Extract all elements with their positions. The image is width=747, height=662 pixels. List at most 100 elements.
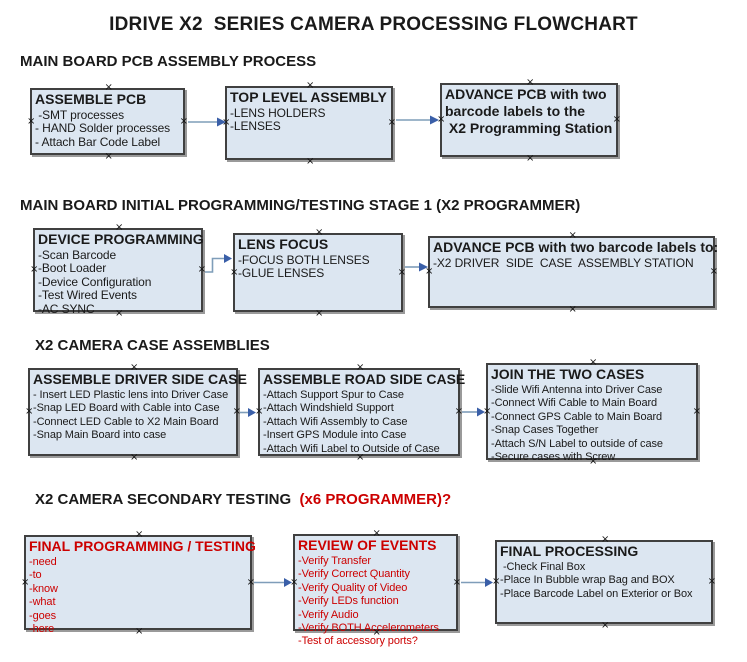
process-step: -Connect GPS Cable to Main Board — [491, 410, 663, 423]
process-step: -Attach Wifi Label to Outside of Case — [263, 442, 440, 455]
box-items: -Attach Support Spur to Case -Attach Win… — [260, 388, 458, 456]
connection-handle-icon: × — [315, 227, 324, 238]
connector-arrow[interactable] — [462, 407, 485, 417]
box-title: ADVANCE PCB with two barcode labels to: — [433, 239, 719, 255]
connector-arrow[interactable] — [396, 115, 439, 125]
connection-handle-icon: × — [454, 406, 463, 417]
process-step: -AC SYNC — [38, 301, 95, 316]
connection-handle-icon: × — [255, 406, 264, 417]
process-step: -Check Final Box — [500, 561, 586, 573]
process-step: -Device Configuration — [38, 274, 152, 289]
connection-handle-icon: × — [27, 115, 36, 127]
process-step: -Connect Wifi Cable to Main Board — [491, 397, 658, 410]
process-step: -goes — [29, 609, 57, 622]
process-step: -what — [29, 596, 56, 609]
connection-handle-icon: × — [612, 114, 621, 125]
connector-arrow[interactable] — [254, 578, 292, 587]
connection-handle-icon: × — [104, 151, 113, 162]
flow-box-final-processing[interactable]: FINAL PROCESSING -Check Final Box -Place… — [492, 534, 716, 631]
box-title: TOP LEVEL ASSEMBLY — [230, 89, 387, 105]
process-step: -to — [29, 569, 42, 582]
connection-handle-icon: × — [197, 264, 206, 275]
flow-box-final-programming-testing[interactable]: FINAL PROGRAMMING / TESTING -need -to -k… — [21, 529, 256, 637]
box-items: -Check Final Box -Place In Bubble wrap B… — [497, 560, 711, 601]
connection-handle-icon: × — [707, 576, 716, 587]
connection-handle-icon: × — [135, 529, 144, 540]
box-items: - Insert LED Plastic lens into Driver Ca… — [30, 388, 236, 443]
process-step: -Place Barcode Label on Exterior or Box — [500, 587, 693, 600]
process-step: -Snap Main Board into case — [33, 429, 167, 442]
process-step: -need — [29, 556, 57, 568]
flow-box-device-programming[interactable]: DEVICE PROGRAMMING -Scan Barcode -Boot L… — [30, 222, 206, 319]
connection-handle-icon: × — [21, 576, 30, 588]
connection-handle-icon: × — [115, 222, 124, 233]
box-title: LENS FOCUS — [238, 236, 329, 252]
box-title: REVIEW OF EVENTS — [298, 537, 437, 553]
connection-handle-icon: × — [135, 626, 144, 637]
connection-handle-icon: × — [230, 266, 239, 278]
flow-box-assemble-road-side-case[interactable]: ASSEMBLE ROAD SIDE CASE -Attach Support … — [255, 362, 466, 463]
connection-handle-icon: × — [222, 117, 231, 128]
connection-handle-icon: × — [601, 534, 610, 545]
section-heading-pcb-assembly: MAIN BOARD PCB ASSEMBLY PROCESS — [20, 53, 317, 70]
connection-handle-icon: × — [589, 357, 598, 368]
process-step: - Attach Bar Code Label — [35, 134, 161, 149]
process-step: -FOCUS BOTH LENSES — [238, 253, 370, 267]
connection-handle-icon: × — [356, 452, 365, 463]
box-items: -Verify Transfer -Verify Correct Quantit… — [295, 554, 456, 649]
box-title: JOIN THE TWO CASES — [491, 366, 645, 382]
process-step: -GLUE LENSES — [238, 266, 325, 281]
process-step: -X2 DRIVER SIDE CASE ASSEMBLY STATION — [433, 256, 694, 270]
connection-handle-icon: × — [130, 362, 139, 373]
connection-handle-icon: × — [130, 452, 139, 463]
box-items: -SMT processes - HAND Solder processes -… — [32, 108, 183, 149]
connection-handle-icon: × — [692, 405, 701, 417]
connection-handle-icon: × — [30, 264, 39, 275]
process-step: -Attach S/N Label to outside of case — [491, 437, 663, 450]
process-step: -Snap Cases Together — [491, 424, 599, 437]
connection-handle-icon: × — [568, 304, 577, 315]
connection-handle-icon: × — [425, 266, 434, 277]
section-heading-case-assemblies: X2 CAMERA CASE ASSEMBLIES — [35, 337, 270, 354]
process-step: -Verify LEDs function — [298, 595, 399, 608]
connection-handle-icon: × — [372, 627, 381, 638]
box-title: ASSEMBLE ROAD SIDE CASE — [263, 371, 466, 387]
process-step: - HAND Solder processes — [35, 121, 171, 136]
connection-handle-icon: × — [601, 620, 610, 631]
flow-box-lens-focus[interactable]: LENS FOCUS -FOCUS BOTH LENSES -GLUE LENS… — [230, 227, 406, 319]
connection-handle-icon: × — [387, 117, 396, 128]
connection-handle-icon: × — [232, 406, 241, 417]
connector-arrow[interactable] — [461, 578, 493, 587]
process-step: -Slide Wifi Antenna into Driver Case — [491, 384, 663, 396]
connector-arrow[interactable] — [205, 254, 232, 273]
connector-arrow[interactable] — [240, 408, 256, 417]
box-title: FINAL PROGRAMMING / TESTING — [29, 538, 256, 554]
flow-box-assemble-driver-side-case[interactable]: ASSEMBLE DRIVER SIDE CASE - Insert LED P… — [25, 362, 247, 463]
process-step: -LENS HOLDERS — [230, 106, 326, 120]
box-title: ASSEMBLE DRIVER SIDE CASE — [33, 371, 247, 387]
flow-box-review-of-events[interactable]: REVIEW OF EVENTS -Verify Transfer -Verif… — [290, 529, 461, 648]
flow-box-join-the-two-cases[interactable]: JOIN THE TWO CASES -Slide Wifi Antenna i… — [483, 357, 701, 467]
flow-box-top-level-assembly[interactable]: TOP LEVEL ASSEMBLY -LENS HOLDERS -LENSES… — [222, 81, 396, 167]
process-step: -Insert GPS Module into Case — [263, 429, 407, 442]
process-step: -Attach Wifi Assembly to Case — [263, 415, 408, 428]
connection-handle-icon: × — [709, 266, 718, 277]
flow-box-advance-pcb-case-assembly[interactable]: ADVANCE PCB with two barcode labels to: … — [425, 231, 719, 315]
page-title: IDRIVE X2 SERIES CAMERA PROCESSING FLOWC… — [109, 14, 638, 35]
process-step: -Attach Support Spur to Case — [263, 389, 404, 401]
box-items: -need -to -know -what -goes -here — [26, 555, 250, 636]
box-title: ASSEMBLE PCB — [35, 91, 147, 107]
connection-handle-icon: × — [115, 308, 124, 319]
connector-arrow[interactable] — [188, 117, 226, 127]
connection-handle-icon: × — [306, 156, 315, 167]
process-step: -Verify Audio — [298, 608, 359, 621]
connection-handle-icon: × — [25, 406, 34, 417]
flow-box-assemble-pcb[interactable]: ASSEMBLE PCB -SMT processes - HAND Solde… — [27, 83, 188, 162]
process-step: -know — [29, 582, 58, 595]
flow-box-advance-pcb-programming-station[interactable]: ADVANCE PCB with two barcode labels to t… — [437, 78, 621, 164]
connection-handle-icon: × — [315, 308, 324, 319]
connection-handle-icon: × — [356, 362, 365, 373]
connection-handle-icon: × — [397, 266, 406, 278]
process-step: -Place In Bubble wrap Bag and BOX — [500, 574, 675, 587]
process-step: - Insert LED Plastic lens into Driver Ca… — [33, 389, 229, 401]
